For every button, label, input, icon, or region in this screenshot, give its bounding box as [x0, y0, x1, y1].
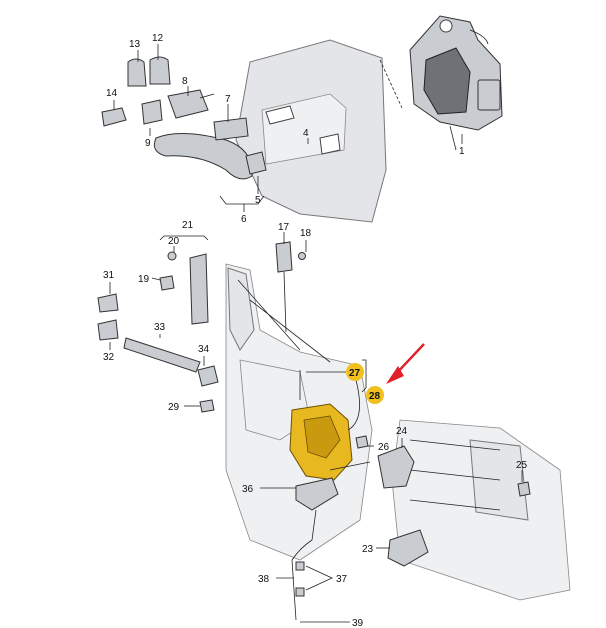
label-17: 17 [278, 222, 290, 233]
striker-23 [387, 529, 429, 567]
seal-7 [213, 117, 249, 141]
label-29: 29 [168, 402, 180, 413]
label-34: 34 [198, 344, 210, 355]
label-8: 8 [182, 76, 188, 87]
clip-34 [197, 365, 219, 387]
label-21: 21 [182, 220, 194, 231]
label-33: 33 [154, 322, 166, 333]
callout-leaders [109, 44, 523, 623]
callout-labels: 13 12 14 8 7 9 4 5 6 1 21 20 19 17 18 31… [103, 33, 528, 628]
cap-12 [149, 56, 171, 85]
label-37: 37 [336, 574, 348, 585]
label-18: 18 [300, 228, 312, 239]
label-7: 7 [225, 94, 231, 105]
label-38: 38 [258, 574, 270, 585]
handle-36 [295, 477, 339, 511]
highlight-arrow [386, 343, 425, 384]
clip-31 [97, 293, 119, 313]
inner-handle-21 [189, 253, 209, 325]
lower-right-panel [391, 419, 571, 601]
clip-32 [97, 319, 119, 341]
label-32: 32 [103, 352, 115, 363]
screw-29 [199, 399, 215, 413]
clip-26 [355, 435, 369, 449]
badge-27 [346, 363, 364, 381]
label-5: 5 [255, 195, 261, 206]
inner-handle-parts [97, 241, 531, 621]
label-24: 24 [396, 426, 408, 437]
label-27: 27 [349, 368, 361, 379]
label-13: 13 [129, 39, 141, 50]
latch-24 [377, 445, 415, 489]
cap-5 [245, 151, 267, 175]
outer-handle-parts [101, 56, 267, 180]
lock-cylinder-8 [167, 89, 209, 119]
label-1: 1 [459, 146, 465, 157]
label-6: 6 [241, 214, 247, 225]
label-19: 19 [138, 274, 150, 285]
label-23: 23 [362, 544, 374, 555]
label-14: 14 [106, 88, 118, 99]
handle-6 [153, 132, 253, 180]
label-20: 20 [168, 236, 180, 247]
label-25: 25 [516, 460, 528, 471]
label-28: 28 [369, 391, 381, 402]
cap-19 [159, 275, 175, 291]
badge-28 [366, 386, 384, 404]
cap-13 [127, 58, 147, 87]
knob-17 [275, 241, 293, 273]
label-31: 31 [103, 270, 115, 281]
bracket-9 [141, 99, 163, 125]
label-39: 39 [352, 618, 364, 628]
label-9: 9 [145, 138, 151, 149]
lock-mechanism-upper [409, 15, 503, 151]
label-4: 4 [303, 128, 309, 139]
label-12: 12 [152, 33, 164, 44]
upper-door-panel [235, 39, 403, 223]
screw-25 [517, 481, 531, 497]
rod-33 [123, 337, 201, 373]
handle-recess [265, 105, 295, 125]
label-26: 26 [378, 442, 390, 453]
label-36: 36 [242, 484, 254, 495]
clip-14 [101, 107, 127, 127]
central-lock-assembly [289, 370, 371, 481]
